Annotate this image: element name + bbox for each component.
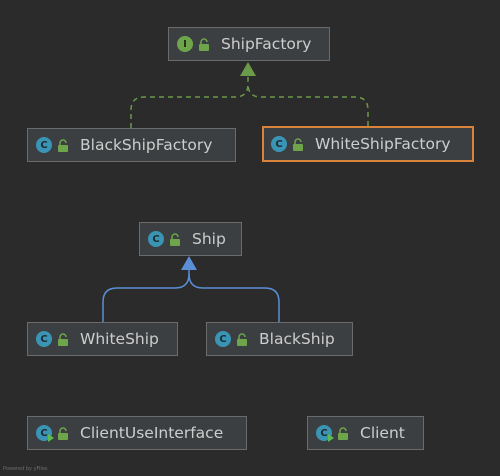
edge-blackship-extends-ship (188, 273, 280, 322)
lock-icon (235, 332, 249, 346)
lock-icon (168, 232, 182, 246)
node-ship[interactable]: C Ship (139, 222, 242, 256)
node-label: ShipFactory (221, 35, 312, 53)
runnable-class-icon: C (316, 425, 334, 442)
lock-icon (56, 426, 70, 440)
node-client[interactable]: C Client (307, 416, 424, 450)
node-label: BlackShipFactory (80, 136, 213, 154)
lock-icon (336, 426, 350, 440)
lock-icon (291, 137, 305, 151)
lock-icon (56, 138, 70, 152)
node-label: WhiteShip (80, 330, 159, 348)
implements-arrowhead (240, 62, 256, 76)
edge-whiteshipfactory-implements-shipfactory (247, 83, 369, 126)
node-clientuseinterface[interactable]: C ClientUseInterface (27, 416, 247, 450)
node-label: Client (360, 424, 405, 442)
extends-edges (102, 270, 280, 322)
class-icon: C (215, 331, 231, 347)
interface-icon: I (177, 36, 193, 52)
class-icon: C (271, 136, 287, 152)
extends-arrowhead (181, 256, 197, 270)
lock-icon (56, 332, 70, 346)
node-whiteshipfactory[interactable]: C WhiteShipFactory (262, 126, 474, 162)
node-shipfactory[interactable]: I ShipFactory (168, 27, 330, 61)
powered-by-footer: Powered by yFiles (3, 466, 48, 472)
class-icon: C (36, 331, 52, 347)
edge-blackshipfactory-implements-shipfactory (130, 76, 249, 128)
node-label: Ship (192, 230, 226, 248)
node-label: BlackShip (259, 330, 335, 348)
node-blackship[interactable]: C BlackShip (206, 322, 353, 356)
class-icon: C (148, 231, 164, 247)
node-whiteship[interactable]: C WhiteShip (27, 322, 178, 356)
lock-icon (197, 37, 211, 51)
node-label: ClientUseInterface (80, 424, 224, 442)
class-icon: C (36, 137, 52, 153)
node-blackshipfactory[interactable]: C BlackShipFactory (27, 128, 236, 162)
implements-edges (130, 76, 369, 128)
node-label: WhiteShipFactory (315, 135, 451, 153)
runnable-class-icon: C (36, 425, 54, 442)
edge-whiteship-extends-ship (102, 270, 190, 322)
